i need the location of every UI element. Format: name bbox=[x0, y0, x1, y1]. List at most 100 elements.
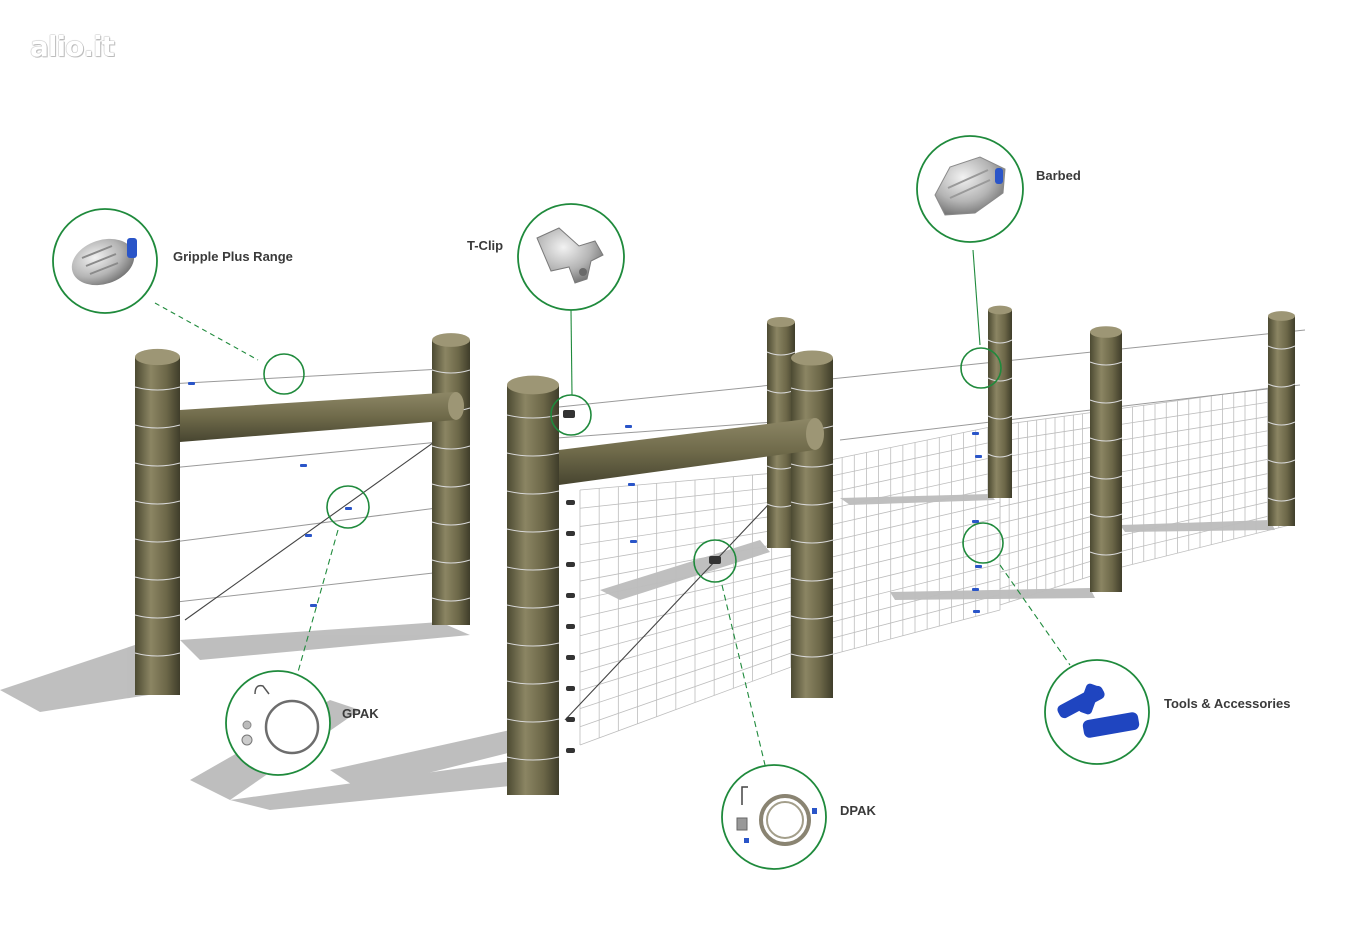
fence-post bbox=[134, 348, 181, 695]
mesh-gripper bbox=[709, 556, 721, 564]
mesh-line bbox=[579, 564, 811, 618]
fence-post bbox=[431, 333, 471, 625]
post-wire-wrap bbox=[1089, 399, 1123, 404]
post-body bbox=[507, 385, 559, 795]
post-wire-wrap bbox=[1267, 421, 1296, 426]
wire-clip bbox=[972, 588, 979, 591]
mesh-gripper bbox=[566, 686, 575, 691]
mesh-line bbox=[579, 632, 811, 709]
mesh-line bbox=[1109, 398, 1291, 427]
post-body bbox=[791, 358, 833, 698]
mesh-line bbox=[579, 578, 811, 637]
mesh-line bbox=[1109, 482, 1291, 523]
post-wire-wrap bbox=[790, 539, 834, 544]
post-wire-wrap bbox=[506, 566, 560, 571]
mesh-line bbox=[1109, 468, 1291, 507]
fence-post bbox=[1089, 326, 1123, 592]
wire bbox=[149, 569, 461, 606]
mesh-line bbox=[829, 532, 1001, 575]
label-dpak: DPAK bbox=[840, 803, 876, 818]
tclip-fixing bbox=[563, 410, 575, 418]
post-wire-wrap bbox=[1089, 551, 1123, 556]
wire-clip bbox=[300, 464, 307, 467]
label-barbed: Barbed bbox=[1036, 168, 1081, 183]
post-wire-wrap bbox=[506, 528, 560, 533]
wire-clip bbox=[345, 507, 352, 510]
mesh-line bbox=[579, 646, 811, 728]
post-top bbox=[507, 375, 559, 395]
mesh-line bbox=[579, 605, 811, 673]
wire bbox=[149, 439, 461, 471]
wire-clip bbox=[972, 432, 979, 435]
callout-circles bbox=[52, 135, 1150, 870]
post-wire-wrap bbox=[134, 500, 181, 505]
mesh-line bbox=[1109, 426, 1291, 459]
mesh-line bbox=[579, 618, 811, 691]
target-rings bbox=[263, 347, 1004, 583]
post-wire-wrap bbox=[987, 339, 1013, 344]
post-wire-wrap bbox=[431, 369, 471, 374]
post-wire-wrap bbox=[134, 576, 181, 581]
brace-rail bbox=[180, 392, 456, 442]
post-body bbox=[1268, 316, 1295, 526]
tclip-icon bbox=[536, 227, 604, 284]
post-top bbox=[1090, 326, 1122, 338]
post-wire-wrap bbox=[506, 642, 560, 647]
mesh-line bbox=[829, 455, 1001, 493]
post-wire-wrap bbox=[987, 415, 1013, 420]
post-wire-wrap bbox=[987, 377, 1013, 382]
post-wire-wrap bbox=[1267, 345, 1296, 350]
wire bbox=[149, 504, 461, 546]
wire-clip bbox=[628, 483, 635, 486]
mesh-line bbox=[829, 594, 1001, 640]
mesh-line bbox=[829, 424, 1001, 461]
mesh-line bbox=[829, 501, 1001, 542]
post-wire-wrap bbox=[431, 445, 471, 450]
wire-clip bbox=[973, 610, 980, 613]
wire-clip bbox=[975, 565, 982, 568]
mesh-line bbox=[1109, 496, 1291, 539]
post-wire-wrap bbox=[1267, 497, 1296, 502]
post-top bbox=[1268, 311, 1295, 321]
tools-accessories-icon bbox=[1057, 683, 1140, 738]
mesh-line bbox=[829, 440, 1001, 477]
mesh-gripper bbox=[566, 500, 575, 505]
barbed-gripple-icon bbox=[934, 156, 1006, 216]
mesh-line bbox=[579, 591, 811, 655]
label-gpak: GPAK bbox=[342, 706, 379, 721]
post-wire-wrap bbox=[1267, 459, 1296, 464]
fence-post bbox=[506, 375, 560, 795]
mesh-gripper bbox=[566, 748, 575, 753]
mesh-line bbox=[1109, 384, 1291, 411]
post-wire-wrap bbox=[431, 521, 471, 526]
post-top bbox=[432, 333, 470, 347]
post-wire-wrap bbox=[431, 483, 471, 488]
wire-clips bbox=[188, 382, 982, 613]
rail-end bbox=[448, 392, 464, 420]
post-body bbox=[135, 357, 180, 695]
wire-clip bbox=[310, 604, 317, 607]
post-wire-wrap bbox=[506, 756, 560, 761]
wire-clip bbox=[975, 455, 982, 458]
gpak-icon bbox=[241, 684, 320, 755]
post-wire-wrap bbox=[790, 387, 834, 392]
post-wire-wrap bbox=[987, 453, 1013, 458]
mesh-line bbox=[829, 578, 1001, 623]
dpak-icon bbox=[736, 786, 817, 846]
brace-rail bbox=[559, 418, 815, 485]
wire bbox=[149, 367, 461, 386]
post-wire-wrap bbox=[506, 490, 560, 495]
post-wire-wrap bbox=[134, 424, 181, 429]
post-wire-wrap bbox=[1089, 475, 1123, 480]
post-top bbox=[791, 350, 833, 366]
fence-post bbox=[1267, 311, 1296, 526]
mesh-gripper bbox=[566, 593, 575, 598]
wire-clip bbox=[625, 425, 632, 428]
mesh-line bbox=[829, 563, 1001, 607]
post-body bbox=[988, 310, 1012, 498]
mesh-line bbox=[1109, 510, 1291, 555]
label-gripple-plus-range: Gripple Plus Range bbox=[173, 249, 293, 264]
wire-clip bbox=[630, 540, 637, 543]
post-wire-wrap bbox=[790, 501, 834, 506]
